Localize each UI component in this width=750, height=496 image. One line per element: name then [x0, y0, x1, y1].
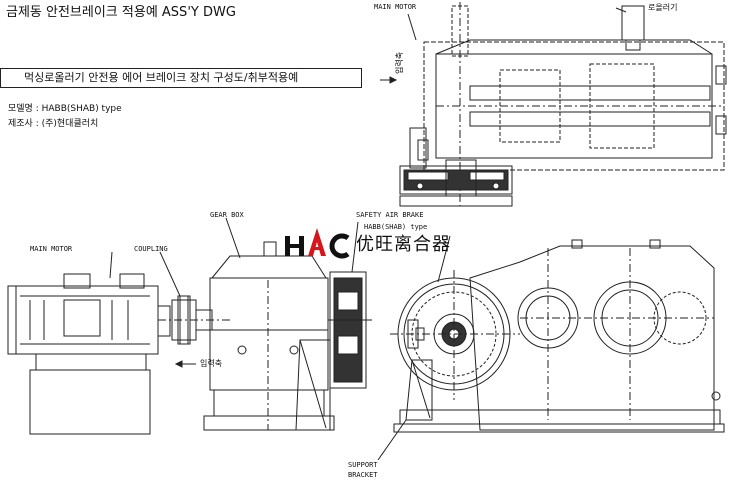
front-view-assembly — [377, 235, 725, 461]
drawing-title: 금제동 안전브레이크 적용예 ASS'Y DWG — [6, 5, 236, 20]
label-main-motor: MAIN MOTOR — [30, 245, 73, 253]
company-name: 优旺离合器 — [356, 234, 451, 255]
drawing-description: 먹싱로올러기 안전용 에어 브레이크 장치 구성도/취부적용예 — [24, 71, 299, 84]
maker-spec: 제조사 : (주)현대클러치 — [8, 119, 99, 129]
label-gear-box: GEAR BOX — [210, 211, 244, 219]
label-safety-air-brake: SAFETY AIR BRAKE — [356, 211, 424, 219]
label-roller-top: 로올러기 — [648, 3, 678, 12]
label-input-side: 입력축 — [200, 359, 223, 368]
top-view-assembly — [380, 2, 727, 207]
model-spec: 모델명 : HABB(SHAB) type — [8, 104, 122, 114]
hac-logo-mark — [285, 228, 350, 259]
description-box — [0, 68, 362, 88]
label-bracket: BRACKET — [348, 471, 378, 479]
label-coupling: COUPLING — [134, 245, 168, 253]
label-support: SUPPORT — [348, 461, 378, 469]
label-main-motor-top: MAIN MOTOR — [374, 3, 417, 11]
side-view-assembly — [7, 217, 372, 435]
label-brake-type: HABB(SHAB) type — [364, 223, 428, 231]
label-input-side-top: 입력축 — [395, 51, 404, 74]
